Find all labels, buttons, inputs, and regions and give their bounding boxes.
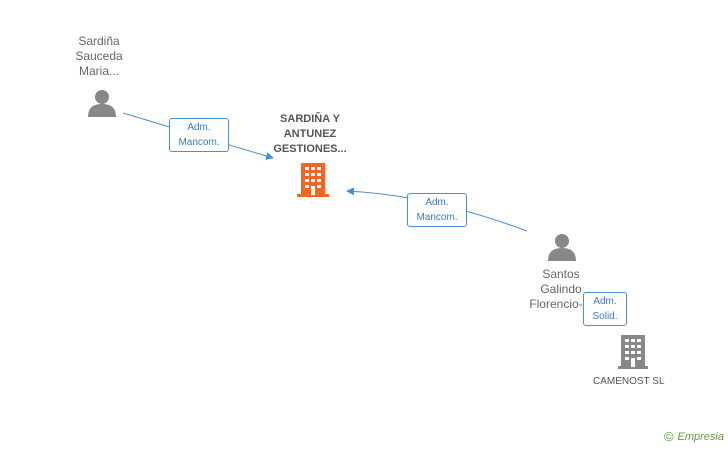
person-icon[interactable] (87, 89, 117, 117)
edge-label-right-to-main[interactable]: Adm. Mancom. (407, 193, 467, 227)
company-camenost-name[interactable]: CAMENOST SL (593, 376, 665, 387)
brand-watermark[interactable]: © Empresia (664, 429, 724, 444)
person-top-name[interactable]: Sardiña Sauceda Maria... (75, 34, 123, 78)
person-right-name[interactable]: Santos Galindo Florencio-... (529, 267, 593, 311)
person-icon[interactable] (547, 233, 577, 261)
copyright-icon: © (663, 429, 674, 444)
building-icon-camenost[interactable] (618, 335, 648, 369)
brand-name: Empresia (677, 430, 724, 443)
edge-label-right-to-camenost[interactable]: Adm. Solid. (583, 292, 627, 326)
edge-label-top-to-main[interactable]: Adm. Mancom. (169, 118, 229, 152)
company-main-name[interactable]: SARDIÑA Y ANTUNEZ GESTIONES... (273, 113, 347, 155)
building-icon-main[interactable] (297, 163, 329, 197)
